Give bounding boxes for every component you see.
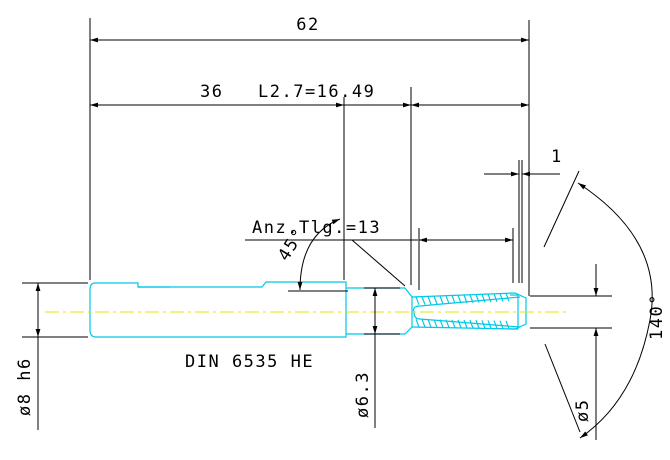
dim-arc-chamfer-angle bbox=[297, 218, 341, 291]
thread-tooth bbox=[439, 319, 444, 328]
shank-length-label: 36 bbox=[200, 82, 223, 102]
thread-tooth bbox=[493, 320, 498, 329]
extension-lines bbox=[22, 18, 612, 433]
thread-outline bbox=[411, 292, 527, 330]
thread-count-label: Anz.Tlg.=13 bbox=[252, 218, 381, 238]
thread-tooth bbox=[463, 294, 468, 304]
l-spec-label: L2.7=16.49 bbox=[258, 82, 375, 102]
thread-tooth bbox=[475, 294, 480, 303]
thread-tooth bbox=[469, 319, 474, 329]
thread-tooth bbox=[427, 296, 432, 305]
thread-tooth bbox=[499, 293, 504, 302]
shank-outline bbox=[89, 281, 347, 338]
thread-tooth bbox=[451, 319, 456, 328]
neck-outline bbox=[346, 287, 413, 335]
thread-tooth bbox=[487, 293, 492, 303]
thread-tooth bbox=[493, 293, 498, 303]
end-gap-label: 1 bbox=[551, 147, 563, 167]
shank-diameter-label: ø8 h6 bbox=[15, 357, 35, 416]
thread-tooth bbox=[469, 294, 474, 303]
thread-tooth bbox=[445, 295, 450, 304]
thread-tooth bbox=[433, 295, 438, 305]
standard-label: DIN 6535 HE bbox=[185, 352, 314, 372]
thread-tooth bbox=[499, 320, 504, 329]
thread-tooth bbox=[487, 320, 492, 329]
thread-tooth bbox=[433, 319, 438, 328]
tool-outline bbox=[89, 281, 527, 338]
thread-tooth bbox=[505, 293, 510, 302]
cone-angle-label: 140° bbox=[647, 293, 667, 340]
thread-tooth bbox=[481, 320, 486, 329]
thread-tooth bbox=[475, 320, 480, 329]
thread-tooth bbox=[421, 296, 426, 305]
thread-hatching bbox=[415, 293, 510, 330]
thread-tooth bbox=[481, 294, 486, 303]
thread-tooth bbox=[445, 319, 450, 328]
thread-tooth bbox=[463, 319, 468, 329]
dim-arc-cone-angle bbox=[577, 182, 653, 439]
thread-tooth bbox=[457, 319, 462, 329]
thread-tooth bbox=[457, 295, 462, 304]
thread-tooth bbox=[415, 318, 420, 328]
tip-diameter-label: ø5 bbox=[573, 399, 593, 422]
thread-tooth bbox=[439, 295, 444, 305]
total-length-label: 62 bbox=[296, 15, 319, 35]
thread-tooth bbox=[427, 319, 432, 328]
dimension-lines bbox=[35, 37, 653, 440]
thread-tooth bbox=[421, 318, 426, 328]
neck-diameter-label: ø6.3 bbox=[353, 371, 373, 418]
thread-tooth bbox=[451, 295, 456, 304]
dimension-labels: 62 36 L2.7=16.49 1 Anz.Tlg.=13 45° 140° … bbox=[15, 15, 667, 422]
thread-tooth bbox=[505, 320, 510, 330]
thread-tooth bbox=[415, 296, 420, 306]
